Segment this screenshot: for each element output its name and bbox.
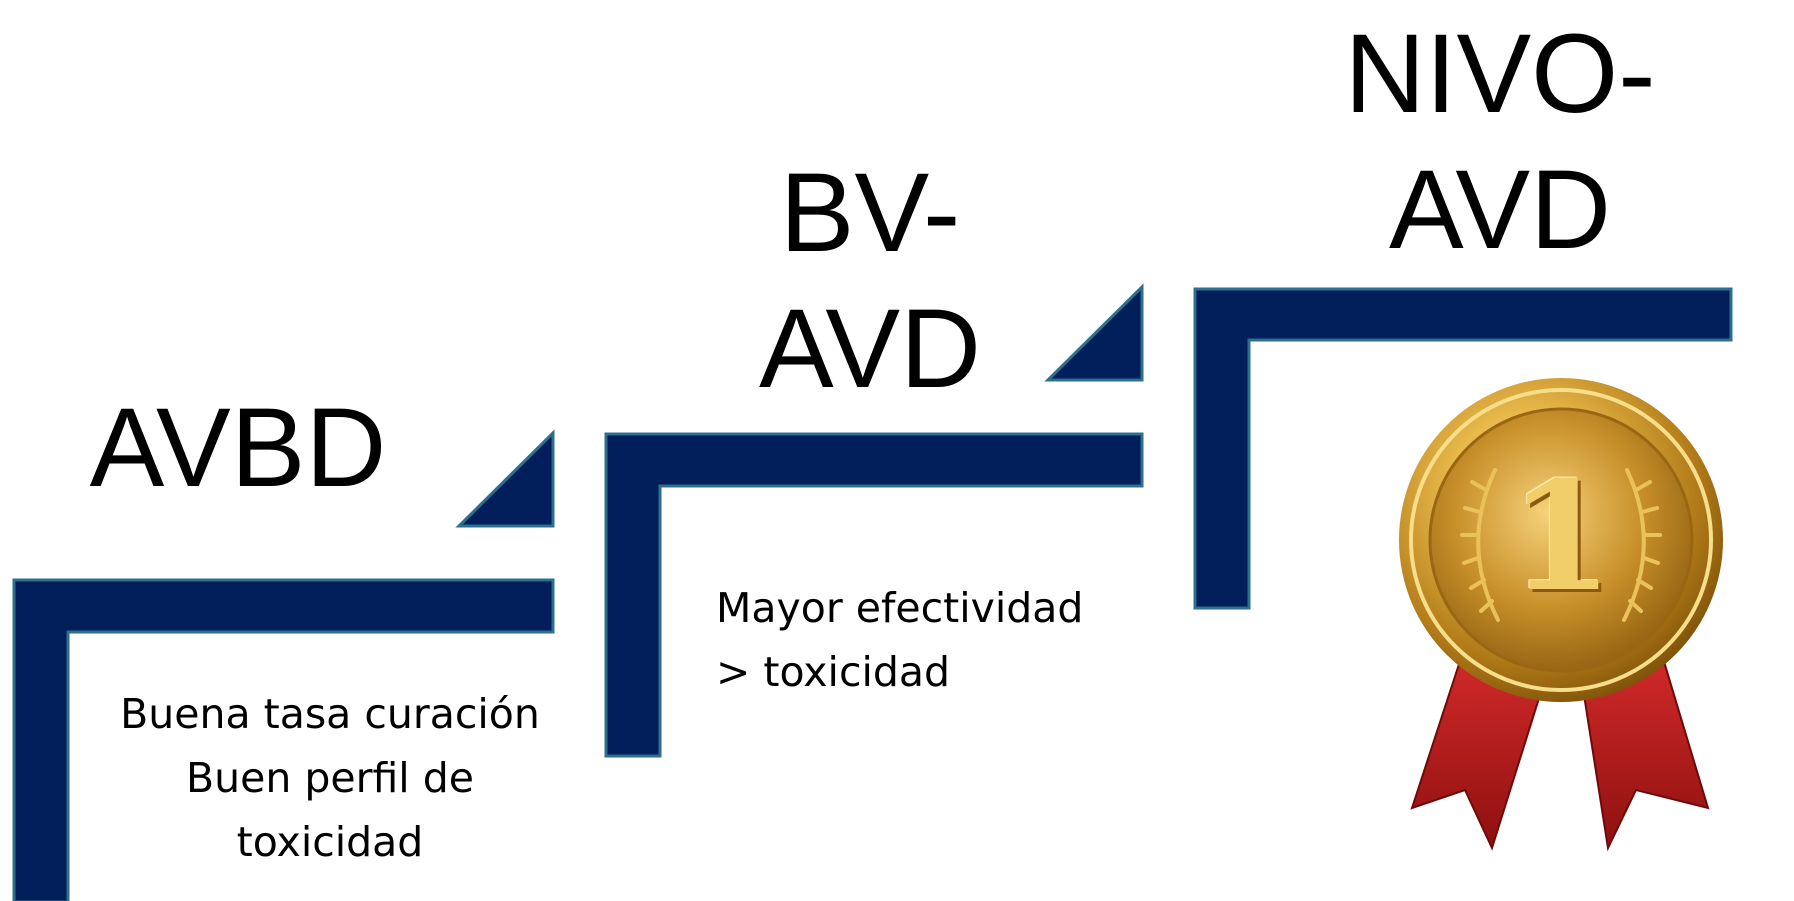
gold-medal-icon xyxy=(1399,378,1723,852)
medal-number: 1 xyxy=(1508,449,1614,625)
step-2-title-line-2: AVD xyxy=(759,286,981,411)
step-2-description: Mayor efectividad > toxicidad xyxy=(716,576,1166,704)
step-3-title-line-1: NIVO- xyxy=(1344,11,1656,136)
laurel-right xyxy=(1622,468,1662,622)
step-2-title: BV- AVD xyxy=(700,145,1040,417)
step-2-bracket xyxy=(604,432,1144,758)
step-1-description: Buena tasa curación Buen perfil de toxic… xyxy=(80,682,580,874)
step-1-shape xyxy=(12,429,555,901)
step-2-description-line-1: Mayor efectividad xyxy=(716,584,1084,632)
step-3-bracket xyxy=(1193,287,1733,610)
step-3-title: NIVO- AVD xyxy=(1300,6,1700,278)
step-2-description-line-2: > toxicidad xyxy=(716,648,951,696)
step-2-triangle xyxy=(1044,283,1144,382)
step-2-title-line-1: BV- xyxy=(779,150,961,275)
step-1-triangle xyxy=(455,429,555,528)
step-1-bracket xyxy=(12,578,555,901)
step-2-shape xyxy=(604,283,1144,758)
step-1-title: AVBD xyxy=(68,392,408,504)
laurel-left xyxy=(1460,468,1500,622)
step-1-title-line-1: AVBD xyxy=(89,385,387,510)
step-3-shape xyxy=(1193,287,1733,610)
step-3-title-line-2: AVD xyxy=(1389,147,1611,272)
step-1-description-line-1: Buena tasa curación xyxy=(120,690,540,738)
step-1-description-line-2: Buen perfil de xyxy=(186,754,474,802)
step-1-description-line-3: toxicidad xyxy=(236,818,424,866)
